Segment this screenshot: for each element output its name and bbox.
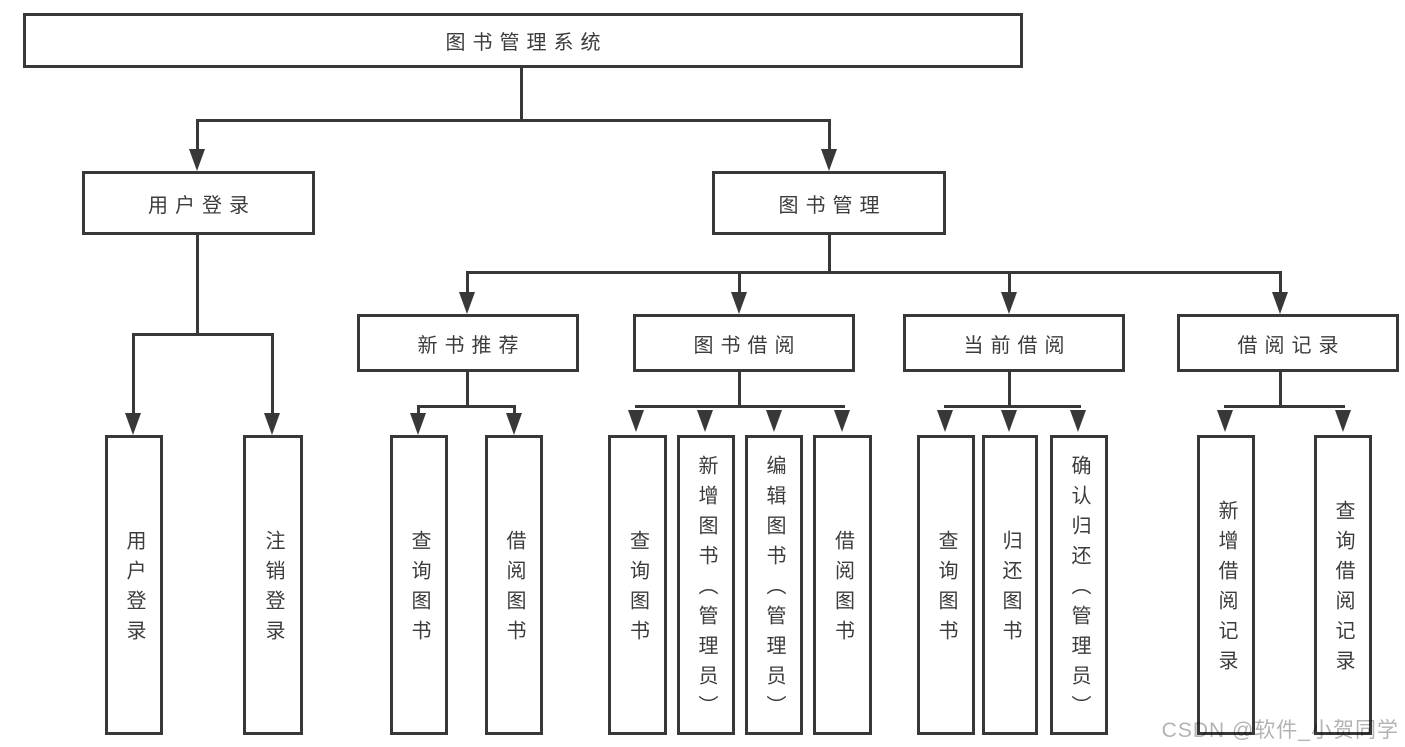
connector-line — [271, 333, 274, 414]
connector-line — [466, 271, 469, 294]
arrowhead-down-icon — [697, 410, 713, 432]
arrowhead-down-icon — [1001, 292, 1017, 314]
arrowhead-down-icon — [459, 292, 475, 314]
arrowhead-down-icon — [821, 149, 837, 171]
leaf-query-books-recommend: 查询图书 — [390, 435, 448, 735]
connector-line — [944, 405, 1081, 408]
connector-line — [1279, 372, 1282, 408]
node-new-book-recommend: 新书推荐 — [357, 314, 579, 372]
connector-line — [132, 333, 135, 414]
connector-line — [828, 235, 831, 273]
arrowhead-down-icon — [628, 410, 644, 432]
leaf-return-books: 归还图书 — [982, 435, 1038, 735]
connector-line — [417, 405, 420, 415]
arrowhead-down-icon — [1070, 410, 1086, 432]
leaf-query-borrow-record: 查询借阅记录 — [1314, 435, 1372, 735]
arrowhead-down-icon — [1335, 410, 1351, 432]
leaf-add-books-admin: 新增图书（管理员） — [677, 435, 735, 735]
connector-line — [466, 372, 469, 408]
connector-line — [738, 271, 741, 294]
arrowhead-down-icon — [264, 413, 280, 435]
arrowhead-down-icon — [1001, 410, 1017, 432]
arrowhead-down-icon — [506, 413, 522, 435]
arrowhead-down-icon — [1217, 410, 1233, 432]
leaf-borrow-books: 借阅图书 — [813, 435, 872, 735]
leaf-logout: 注销登录 — [243, 435, 303, 735]
arrowhead-down-icon — [766, 410, 782, 432]
arrowhead-down-icon — [125, 413, 141, 435]
connector-line — [196, 119, 831, 122]
arrowhead-down-icon — [834, 410, 850, 432]
node-library-management-system: 图书管理系统 — [23, 13, 1023, 68]
connector-line — [1224, 405, 1345, 408]
leaf-query-books-current: 查询图书 — [917, 435, 975, 735]
connector-line — [1008, 372, 1011, 408]
leaf-confirm-return-admin: 确认归还（管理员） — [1050, 435, 1108, 735]
connector-line — [196, 235, 199, 335]
leaf-edit-books-admin: 编辑图书（管理员） — [745, 435, 803, 735]
arrowhead-down-icon — [189, 149, 205, 171]
arrowhead-down-icon — [937, 410, 953, 432]
connector-line — [196, 119, 199, 151]
leaf-borrow-books-recommend: 借阅图书 — [485, 435, 543, 735]
connector-line — [417, 405, 516, 408]
connector-line — [635, 405, 845, 408]
connector-line — [1008, 271, 1011, 294]
leaf-add-borrow-record: 新增借阅记录 — [1197, 435, 1255, 735]
node-user-login: 用户登录 — [82, 171, 315, 235]
node-current-borrow: 当前借阅 — [903, 314, 1125, 372]
node-book-borrow: 图书借阅 — [633, 314, 855, 372]
connector-line — [828, 119, 831, 151]
node-book-management: 图书管理 — [712, 171, 946, 235]
connector-line — [1279, 271, 1282, 294]
arrowhead-down-icon — [410, 413, 426, 435]
arrowhead-down-icon — [731, 292, 747, 314]
connector-line — [738, 372, 741, 408]
connector-line — [513, 405, 516, 415]
leaf-query-books-borrow: 查询图书 — [608, 435, 667, 735]
connector-line — [132, 333, 274, 336]
arrowhead-down-icon — [1272, 292, 1288, 314]
node-borrow-records: 借阅记录 — [1177, 314, 1399, 372]
leaf-user-login: 用户登录 — [105, 435, 163, 735]
connector-line — [466, 271, 1282, 274]
csdn-watermark: CSDN @软件_小贺同学 — [1161, 719, 1399, 742]
connector-line — [520, 68, 523, 121]
